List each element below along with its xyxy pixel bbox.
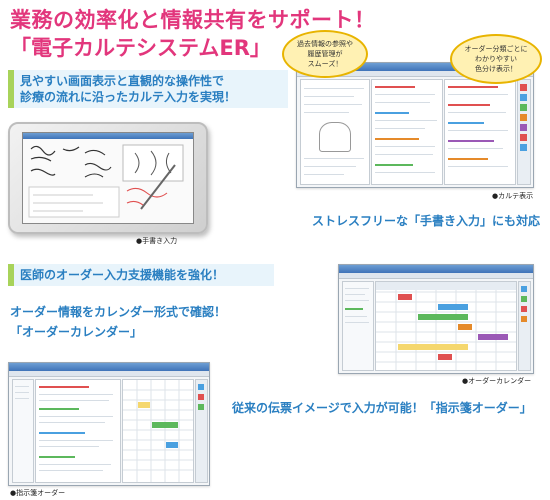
caption-slip: ●指示箋オーダー bbox=[10, 489, 66, 497]
calendar-grid bbox=[376, 282, 516, 370]
slip-grid bbox=[123, 380, 193, 482]
section2-heading: 医師のオーダー入力支援機能を強化！ bbox=[8, 264, 274, 286]
section1-heading-line1: 見やすい画面表示と直観的な操作性で bbox=[20, 74, 225, 88]
product-name: 「電子カルテシステムER」 bbox=[10, 36, 271, 60]
section1-heading: 見やすい画面表示と直観的な操作性で 診療の流れに沿ったカルテ入力を実現！ bbox=[8, 70, 288, 108]
handwriting-sketch bbox=[28, 144, 184, 218]
slip-tagline: 従来の伝票イメージで入力が可能！「指示箋オーダー」 bbox=[232, 401, 532, 415]
feature-bubble-color: オーダー分類ごとに わかりやすい 色分け表示！ bbox=[450, 34, 542, 84]
calendar-description-line1: オーダー情報をカレンダー形式で確認！ bbox=[10, 305, 227, 319]
caption-calendar: ●オーダーカレンダー bbox=[462, 377, 532, 385]
section2-heading-text: 医師のオーダー入力支援機能を強化！ bbox=[20, 268, 225, 282]
caption-handwriting: ●手書き入力 bbox=[136, 237, 178, 245]
calendar-description-line2: 「オーダーカレンダー」 bbox=[10, 325, 143, 339]
feature-bubble-history: 過去情報の参照や 履歴管理が スムーズ！ bbox=[282, 30, 368, 78]
calendar-description: オーダー情報をカレンダー形式で確認！ 「オーダーカレンダー」 bbox=[10, 303, 226, 340]
section1-heading-line2: 診療の流れに沿ったカルテ入力を実現！ bbox=[20, 90, 237, 104]
page-title: 業務の効率化と情報共有をサポート！ bbox=[10, 8, 376, 32]
slip-order-screenshot bbox=[8, 362, 210, 486]
tablet-image bbox=[8, 122, 208, 234]
handwriting-tagline: ストレスフリーな「手書き入力」にも対応 bbox=[312, 214, 541, 228]
order-calendar-screenshot bbox=[338, 264, 534, 374]
caption-karte: ●カルテ表示 bbox=[492, 192, 534, 200]
